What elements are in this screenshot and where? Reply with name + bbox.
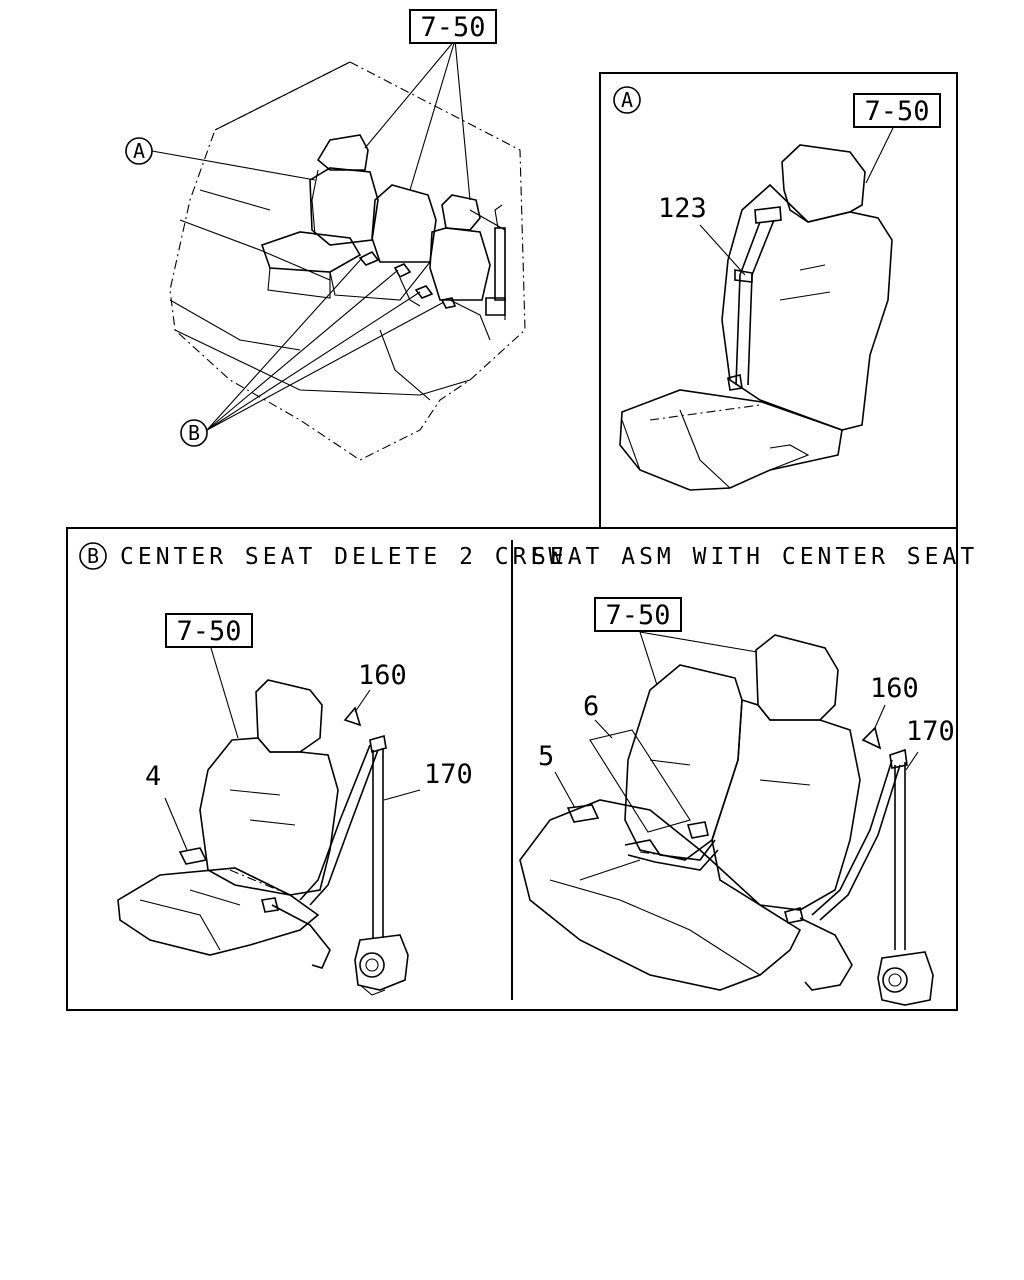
header-center-seat-delete: CENTER SEAT DELETE 2 CREW (120, 544, 566, 570)
callout-b-main: B (180, 419, 208, 447)
center-delete-seat-illustration (117, 647, 421, 996)
part-label-170-left: 170 (424, 759, 473, 790)
part-label-6: 6 (583, 691, 599, 722)
part-label-170-right: 170 (906, 716, 955, 747)
part-label-4: 4 (145, 761, 161, 792)
ref-box-with-center (594, 597, 682, 632)
callout-a-main-label: A (133, 139, 145, 163)
detail-a-seat-illustration (619, 127, 894, 491)
callout-a-detail: A (613, 86, 641, 114)
ref-box-detail-a (853, 93, 941, 128)
detail-b-frame (66, 527, 958, 1011)
ref-label-center-delete: 7-50 (176, 616, 241, 647)
part-label-123: 123 (658, 193, 707, 224)
callout-a-detail-label: A (621, 88, 633, 112)
part-label-5: 5 (538, 741, 554, 772)
ref-label-detail-a: 7-50 (864, 96, 929, 127)
ref-label-with-center: 7-50 (605, 600, 670, 631)
ref-box-top (409, 9, 497, 44)
ref-box-center-delete (165, 613, 253, 648)
ref-label-top: 7-50 (420, 12, 485, 43)
part-label-160-right: 160 (870, 673, 919, 704)
callout-b-detail-label: B (87, 544, 99, 568)
cab-overview-illustration (151, 39, 526, 461)
header-seat-asm-with-center: SEAT ASM WITH CENTER SEAT (532, 544, 978, 570)
callout-a-main: A (125, 137, 153, 165)
callout-b-main-label: B (188, 421, 200, 445)
detail-a-frame (599, 72, 958, 529)
with-center-seat-illustration (519, 631, 934, 1006)
part-label-160-left: 160 (358, 660, 407, 691)
callout-b-detail: B (79, 542, 107, 570)
